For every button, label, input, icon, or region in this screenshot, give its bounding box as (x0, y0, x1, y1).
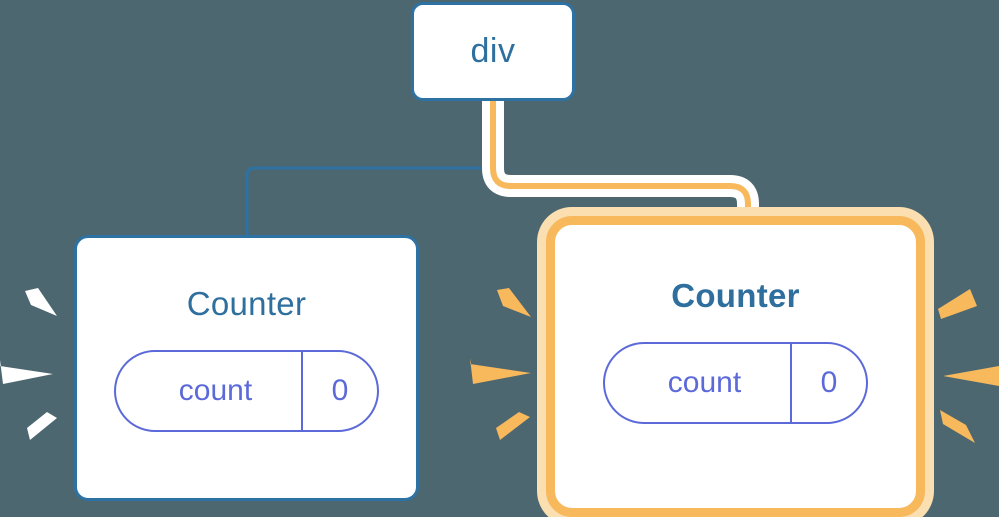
node-div[interactable]: div (411, 2, 575, 101)
counter-left-state-pill: count 0 (114, 350, 379, 432)
counter-left-state-key: count (178, 374, 253, 407)
node-counter-right[interactable]: Counter count 0 (546, 216, 925, 517)
counter-right-state-pill: count 0 (603, 342, 868, 424)
node-div-label: div (470, 32, 516, 70)
counter-right-state-value: 0 (790, 344, 866, 422)
edge-to-left-counter (245, 99, 495, 239)
edge-to-right-counter-halo (482, 90, 759, 243)
counter-right-title: Counter (671, 277, 800, 314)
counter-left-title: Counter (186, 285, 307, 322)
counter-left-state-value: 0 (301, 352, 377, 430)
edge-to-right-counter (490, 98, 751, 235)
node-counter-left[interactable]: Counter count 0 (74, 235, 419, 501)
counter-right-state-key: count (667, 366, 742, 399)
